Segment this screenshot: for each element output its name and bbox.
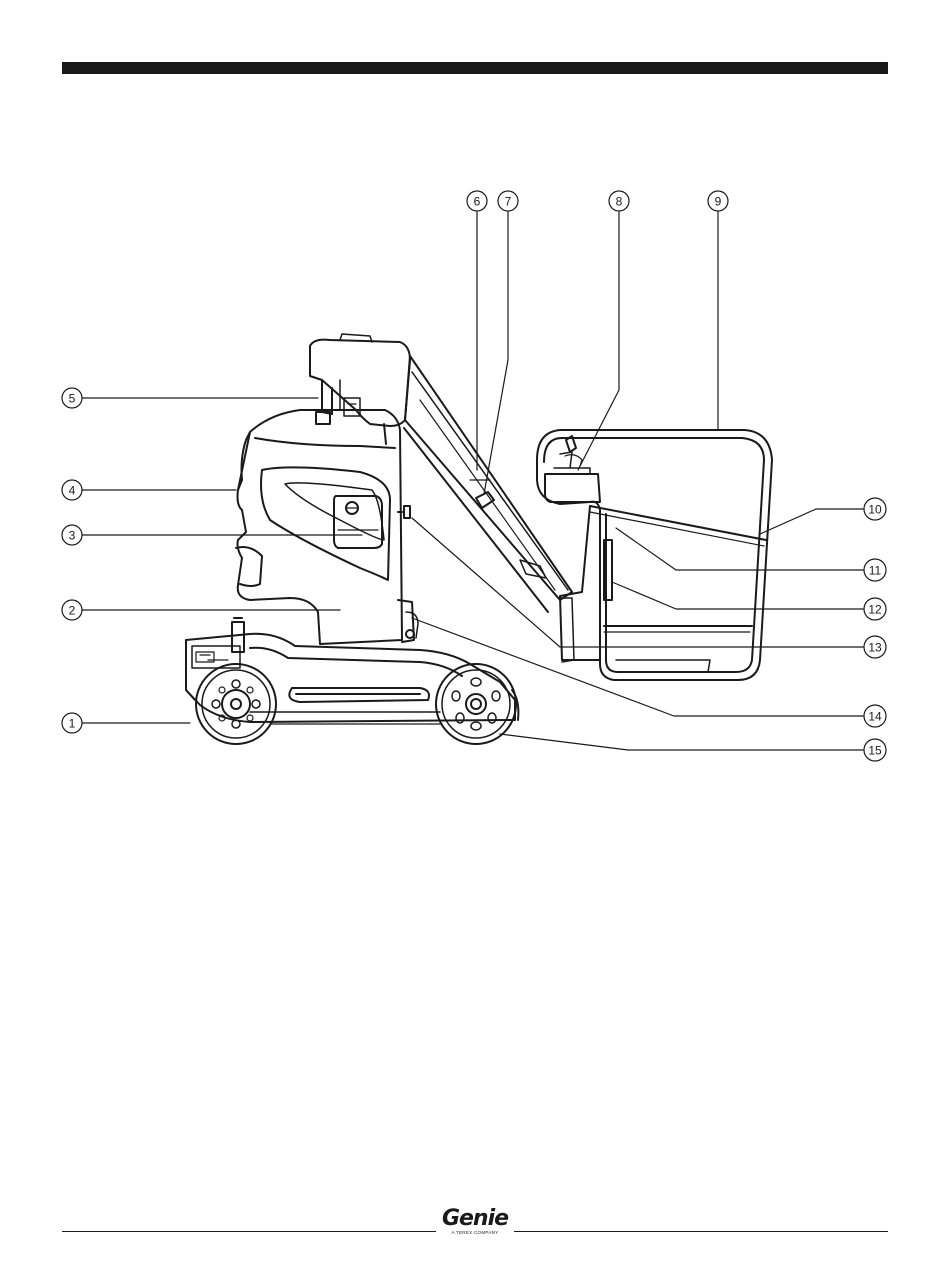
svg-text:13: 13 [868,641,882,655]
genie-logo: Genie A TEREX COMPANY [436,1208,514,1236]
callout-11: 11 [864,559,886,581]
svg-text:9: 9 [715,195,722,209]
svg-text:11: 11 [869,564,882,578]
svg-text:7: 7 [505,195,512,209]
callout-3: 3 [62,525,82,545]
callout-15: 15 [864,739,886,761]
callout-4: 4 [62,480,82,500]
callout-9: 9 [708,191,728,211]
callout-6: 6 [467,191,487,211]
callout-12: 12 [864,598,886,620]
logo-wordmark: Genie [436,1208,514,1230]
front-wheel [436,664,518,744]
footer-rule-right [514,1231,888,1232]
jib-boom [404,356,572,612]
callout-14: 14 [864,705,886,727]
svg-text:2: 2 [69,604,76,618]
footer-rule-left [62,1231,436,1232]
svg-text:6: 6 [474,195,481,209]
callout-5: 5 [62,388,82,408]
svg-text:4: 4 [69,484,76,498]
callout-10: 10 [864,498,886,520]
svg-text:3: 3 [69,529,76,543]
svg-text:12: 12 [868,603,882,617]
callout-2: 2 [62,600,82,620]
mast-head [310,334,410,444]
svg-text:14: 14 [868,710,882,724]
svg-text:10: 10 [868,503,882,517]
callout-1: 1 [62,713,82,733]
svg-text:1: 1 [69,717,76,731]
svg-text:15: 15 [868,744,882,758]
callout-7: 7 [498,191,518,211]
svg-text:8: 8 [616,195,623,209]
rear-wheel [196,664,276,744]
svg-text:5: 5 [69,392,76,406]
callout-13: 13 [864,636,886,658]
tower-housing [232,410,418,652]
callout-8: 8 [609,191,629,211]
